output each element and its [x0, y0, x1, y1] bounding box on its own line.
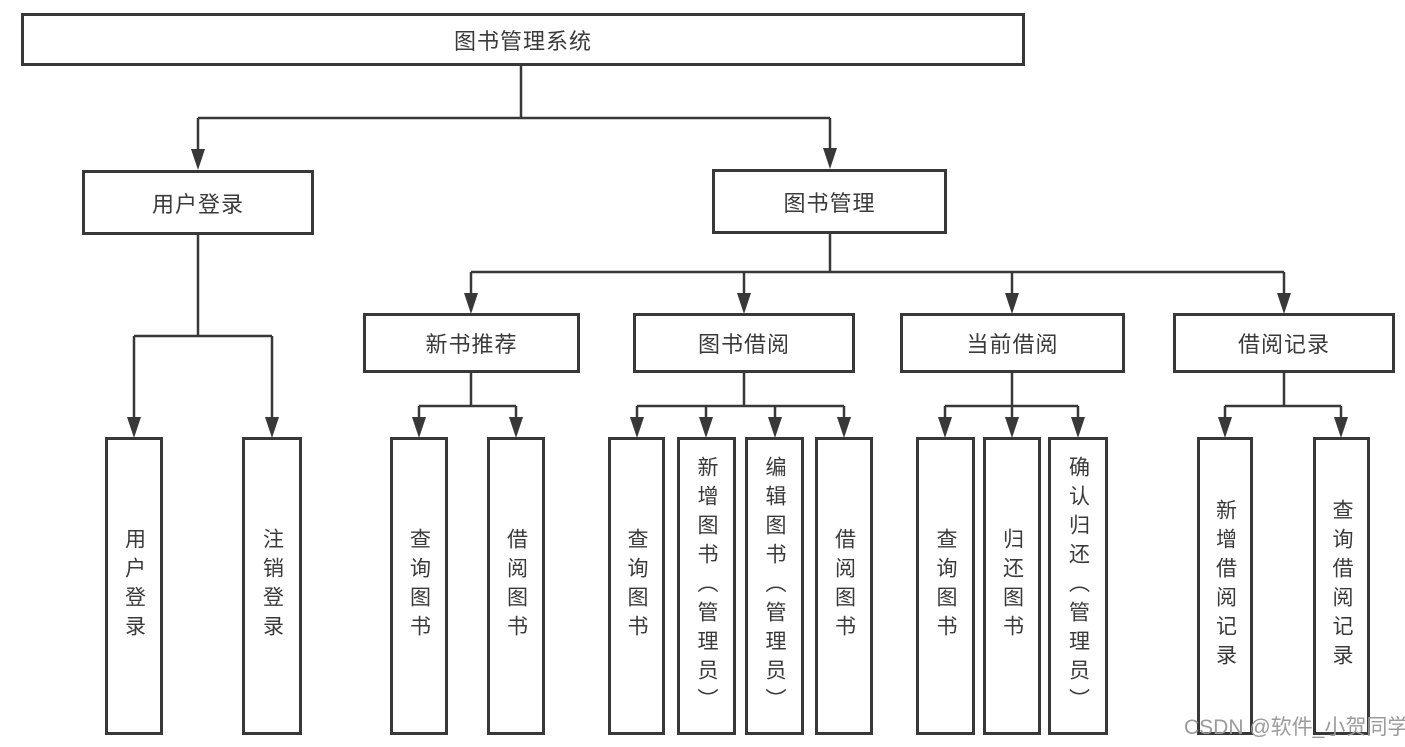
node-book-borrow: 图书借阅 [633, 313, 855, 373]
connector-borrow-records-to-leaves [1223, 373, 1343, 418]
connector-root-to-level2 [196, 66, 832, 150]
leaf-newbook-query-book: 查询图书 [390, 437, 448, 735]
leaf-logout: 注销登录 [242, 437, 302, 735]
node-root-system: 图书管理系统 [21, 13, 1025, 66]
connector-new-book-to-leaves [417, 373, 518, 418]
node-new-book-recommend: 新书推荐 [363, 313, 580, 373]
leaf-user-login: 用户登录 [105, 437, 163, 735]
node-current-borrow: 当前借阅 [900, 313, 1125, 373]
leaf-current-query-book: 查询图书 [916, 437, 975, 735]
leaf-borrow-edit-book-admin: 编辑图书（管理员） [745, 437, 804, 735]
leaf-records-query-record: 查询借阅记录 [1313, 437, 1370, 735]
node-user-login: 用户登录 [82, 170, 314, 235]
leaf-borrow-add-book-admin: 新增图书（管理员） [677, 437, 736, 735]
leaf-borrow-query-book: 查询图书 [608, 437, 665, 735]
connector-current-borrow-to-leaves [943, 373, 1080, 418]
node-borrow-records: 借阅记录 [1173, 313, 1395, 373]
node-book-management: 图书管理 [712, 169, 947, 234]
leaf-records-add-record: 新增借阅记录 [1197, 437, 1253, 735]
connector-book-management-to-level3 [469, 234, 1286, 294]
leaf-current-return-book: 归还图书 [983, 437, 1041, 735]
connector-user-login-to-leaves [132, 235, 274, 418]
connector-book-borrow-to-leaves [635, 373, 846, 418]
leaf-borrow-borrow-book: 借阅图书 [815, 437, 873, 735]
leaf-current-confirm-return-admin: 确认归还（管理员） [1048, 437, 1108, 735]
leaf-newbook-borrow-book: 借阅图书 [487, 437, 545, 735]
csdn-watermark: CSDN @软件_小贺同学 [1184, 716, 1405, 739]
arrowheads [127, 148, 1348, 438]
